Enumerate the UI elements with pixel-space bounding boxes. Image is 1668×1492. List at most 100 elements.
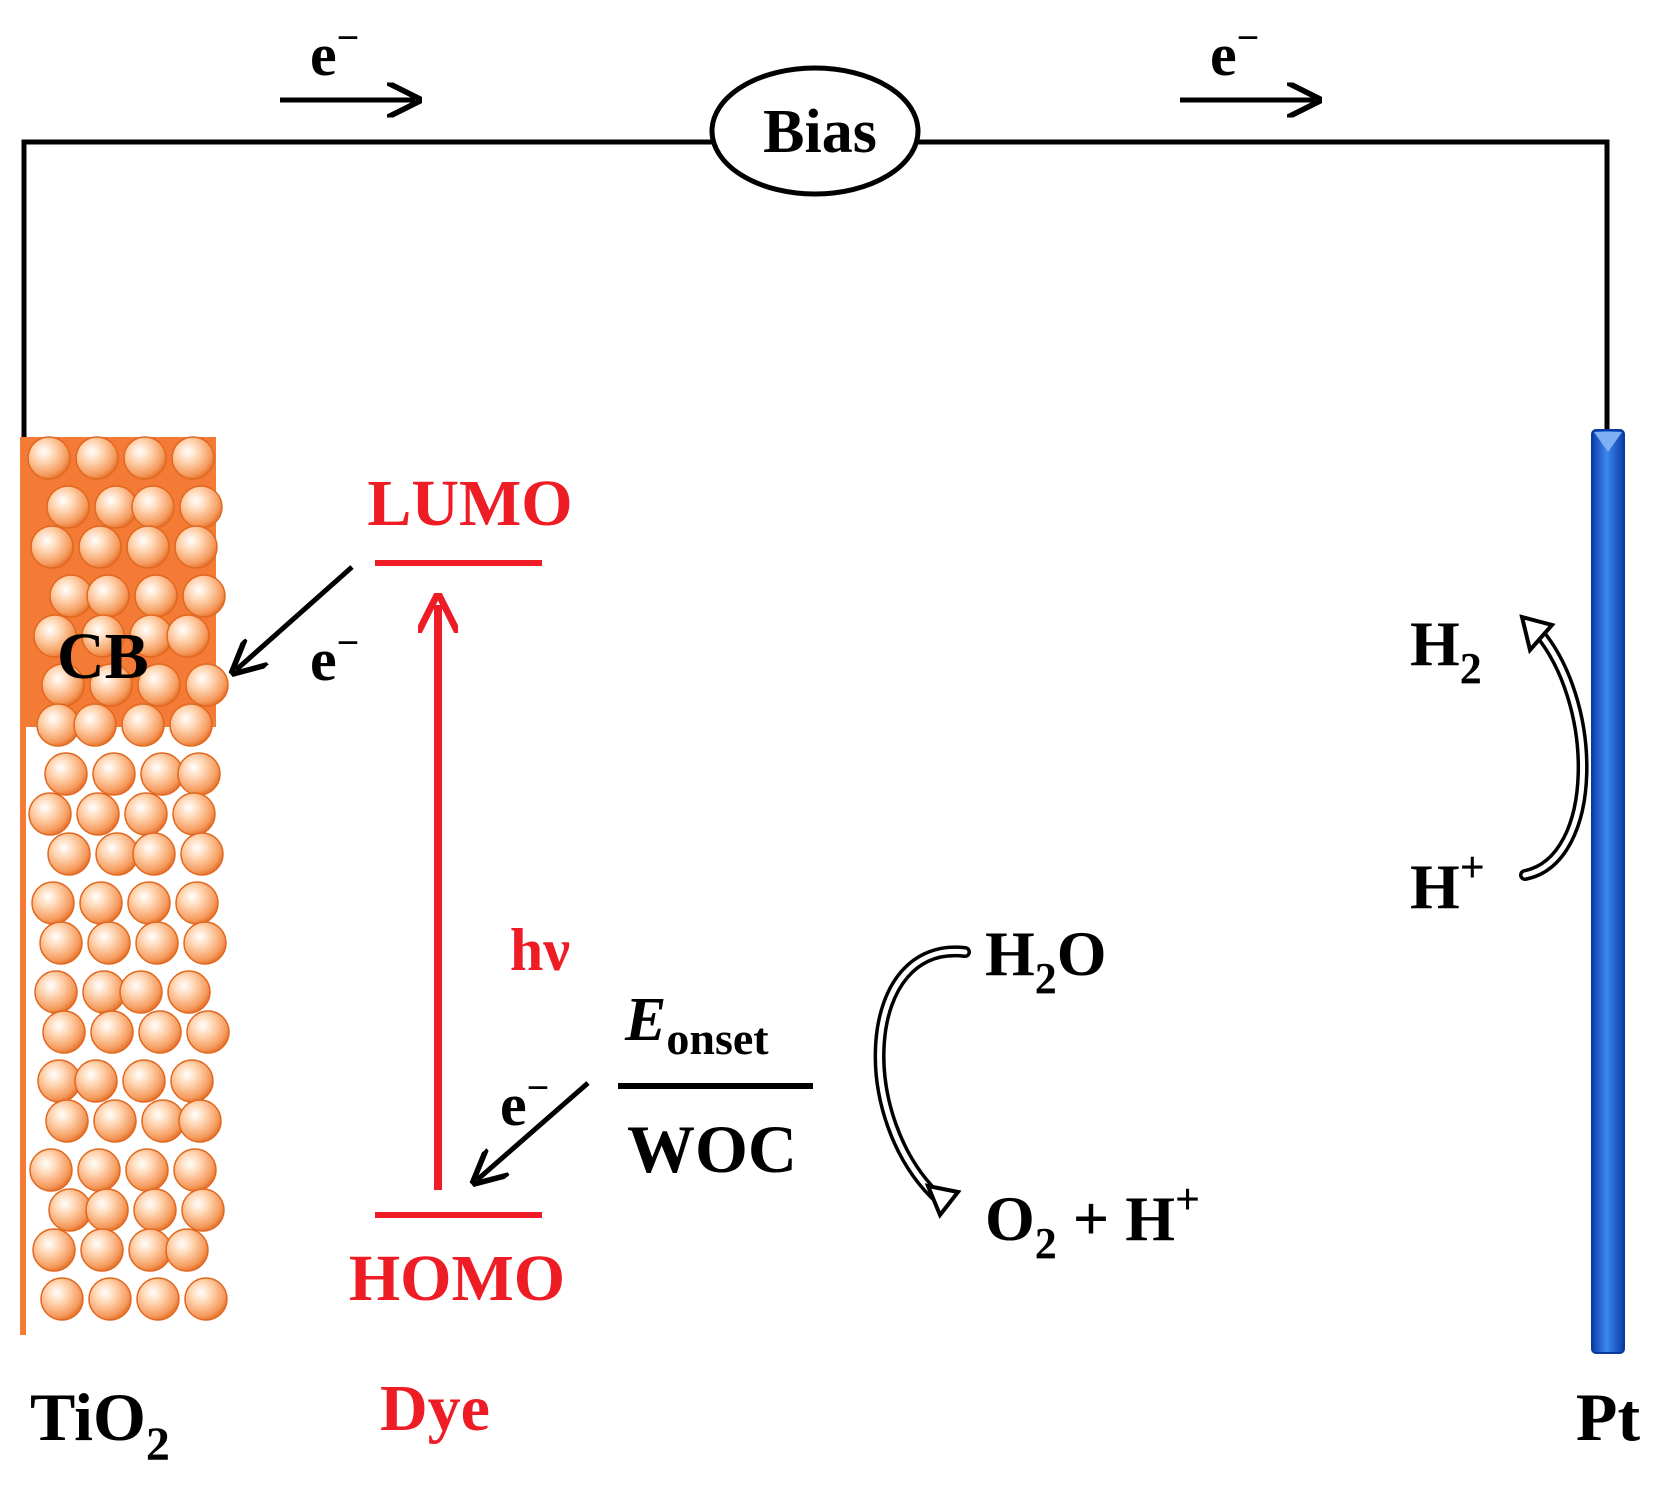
tio2-particle <box>174 525 218 569</box>
tio2-particle <box>179 485 223 529</box>
tio2-particle <box>167 970 211 1014</box>
bias-element: Bias <box>709 65 921 197</box>
tio2-particle <box>40 1277 84 1321</box>
tio2-particle <box>121 703 165 747</box>
tio2-particle <box>166 614 210 658</box>
o2-hplus-label: O2 + H+ <box>985 1175 1200 1268</box>
tio2-electrode: CB TiO2 <box>20 436 230 1471</box>
tio2-particle <box>125 1148 169 1192</box>
tio2-particle <box>173 1148 217 1192</box>
tio2-label: TiO2 <box>30 1379 170 1471</box>
tio2-particle <box>141 1099 185 1143</box>
pt-label: Pt <box>1576 1379 1641 1455</box>
tio2-particle <box>183 921 227 965</box>
tio2-particle <box>86 574 130 618</box>
tio2-particle <box>75 436 119 480</box>
electron-flow-right-charge: − <box>1237 15 1260 60</box>
circuit-wire <box>21 139 1610 440</box>
svg-text:e−: e− <box>310 15 359 88</box>
injection-electron-label: e− <box>310 620 359 693</box>
tio2-particle <box>136 1277 180 1321</box>
dye-levels: LUMO HOMO Dye hν <box>349 467 573 1445</box>
electron-flow-left: e− <box>280 15 415 100</box>
tio2-particle <box>180 832 224 876</box>
tio2-particle <box>27 436 71 480</box>
injection-arrow: e− <box>236 565 359 693</box>
tio2-particle <box>133 1188 177 1232</box>
tio2-particle <box>88 1277 132 1321</box>
pt-electrode: Pt <box>1576 429 1641 1455</box>
hv-label: hν <box>510 917 570 983</box>
bias-label: Bias <box>763 98 877 166</box>
tio2-particle <box>49 574 93 618</box>
tio2-particle <box>182 574 226 618</box>
tio2-nanoparticles <box>27 436 230 1321</box>
pt-rod <box>1591 429 1625 1354</box>
electron-flow-left-charge: − <box>337 15 360 60</box>
lumo-label: LUMO <box>367 467 572 540</box>
tio2-particle <box>77 1148 121 1192</box>
tio2-particle <box>48 1188 92 1232</box>
woc-block: Eonset WOC <box>618 986 813 1187</box>
tio2-particle <box>135 921 179 965</box>
tio2-particle <box>42 1010 86 1054</box>
regeneration-arrow: e− <box>477 1065 590 1180</box>
tio2-particle <box>126 525 170 569</box>
tio2-particle <box>33 614 77 658</box>
tio2-particle <box>45 1099 89 1143</box>
tio2-particle <box>89 663 133 707</box>
tio2-particle <box>119 970 163 1014</box>
tio2-particle <box>36 703 80 747</box>
tio2-particle <box>78 525 122 569</box>
tio2-particle <box>81 614 125 658</box>
tio2-particle <box>44 752 88 796</box>
tio2-particle <box>177 752 221 796</box>
homo-label: HOMO <box>349 1242 565 1315</box>
electron-flow-right-label: e <box>1210 22 1237 88</box>
h2-label: H2 <box>1410 608 1482 693</box>
cb-label: CB <box>57 620 149 693</box>
tio2-particle <box>186 1010 230 1054</box>
tio2-particle <box>169 703 213 747</box>
regeneration-electron-label: e− <box>500 1065 549 1138</box>
tio2-particle <box>79 881 123 925</box>
tio2-particle <box>134 574 178 618</box>
proton-reduction-arrow: H2 H+ <box>1410 608 1589 922</box>
svg-text:e−: e− <box>1210 15 1259 88</box>
woc-label: WOC <box>627 1111 797 1187</box>
tio2-particle <box>87 921 131 965</box>
tio2-particle <box>92 752 136 796</box>
tio2-particle <box>90 1010 134 1054</box>
tio2-particle <box>39 921 83 965</box>
tio2-particle <box>73 703 117 747</box>
tio2-particle <box>93 1099 137 1143</box>
tio2-particle <box>76 792 120 836</box>
tio2-particle <box>31 881 75 925</box>
tio2-particle <box>34 970 78 1014</box>
tio2-particle <box>85 1188 129 1232</box>
tio2-particle <box>28 792 72 836</box>
tio2-particle <box>184 1277 228 1321</box>
tio2-particle <box>37 1059 81 1103</box>
tio2-particle <box>137 663 181 707</box>
tio2-particle <box>127 881 171 925</box>
tio2-particle <box>32 1228 76 1272</box>
tio2-particle <box>94 485 138 529</box>
tio2-particle <box>80 1228 124 1272</box>
tio2-particle <box>95 832 139 876</box>
tio2-particle <box>172 792 216 836</box>
hplus-label: H+ <box>1410 843 1485 922</box>
tio2-particle <box>30 525 74 569</box>
tio2-particle <box>131 485 175 529</box>
tio2-particle <box>175 881 219 925</box>
tio2-particle <box>29 1148 73 1192</box>
h2o-label: H2O <box>985 918 1107 1003</box>
tio2-substrate-line <box>20 437 26 1335</box>
tio2-particle <box>46 485 90 529</box>
tio2-particle <box>181 1188 225 1232</box>
tio2-particle <box>178 1099 222 1143</box>
tio2-particle <box>47 832 91 876</box>
dye-label: Dye <box>380 1372 490 1445</box>
tio2-particle <box>132 832 176 876</box>
